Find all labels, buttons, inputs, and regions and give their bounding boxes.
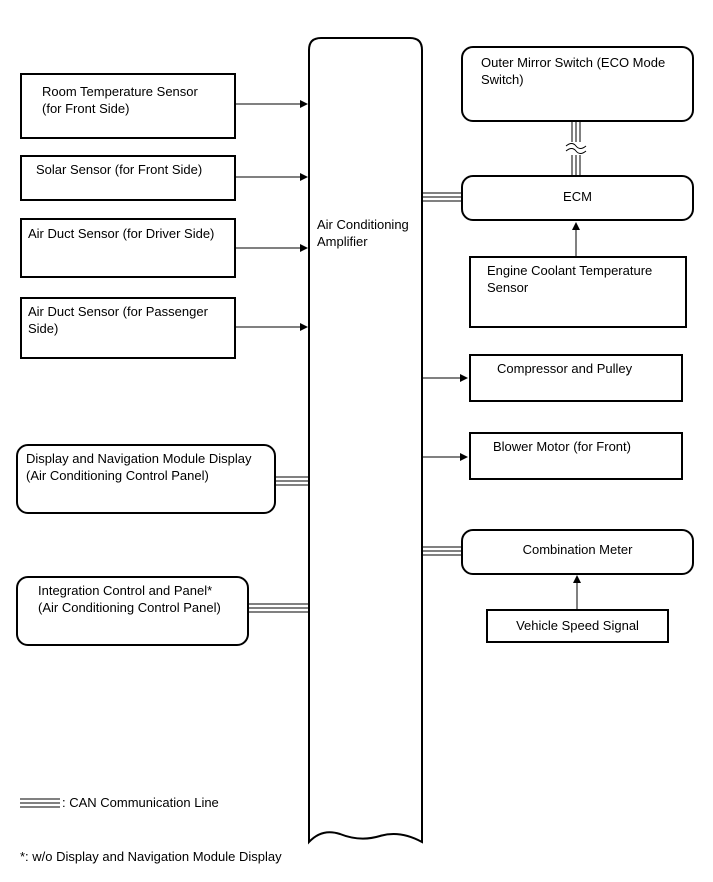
compressor-pulley-label: Compressor and Pulley bbox=[497, 361, 633, 376]
room-temperature-sensor-label: Room Temperature Sensor (for Front Side) bbox=[42, 84, 198, 116]
compressor-pulley-box: Compressor and Pulley bbox=[469, 354, 683, 402]
solar-sensor-label: Solar Sensor (for Front Side) bbox=[36, 162, 203, 177]
display-nav-module-label: Display and Navigation Module Display (A… bbox=[26, 451, 252, 483]
room-temperature-sensor-box: Room Temperature Sensor (for Front Side) bbox=[20, 73, 236, 139]
can-line-display-nav bbox=[276, 476, 309, 486]
amplifier-outline bbox=[308, 37, 423, 845]
vehicle-speed-signal-label: Vehicle Speed Signal bbox=[516, 618, 639, 633]
engine-coolant-sensor-box: Engine Coolant Temperature Sensor bbox=[469, 256, 687, 328]
combination-meter-box: Combination Meter bbox=[461, 529, 694, 575]
blower-motor-label: Blower Motor (for Front) bbox=[493, 439, 631, 454]
can-line-mirror-ecm bbox=[565, 122, 587, 175]
air-duct-passenger-label: Air Duct Sensor (for Passenger Side) bbox=[28, 304, 208, 336]
legend-can-symbol bbox=[20, 798, 60, 808]
outer-mirror-switch-label: Outer Mirror Switch (ECO Mode Switch) bbox=[481, 55, 666, 87]
air-duct-passenger-box: Air Duct Sensor (for Passenger Side) bbox=[20, 297, 236, 359]
can-line-integration bbox=[249, 603, 309, 613]
integration-control-box: Integration Control and Panel* (Air Cond… bbox=[16, 576, 249, 646]
ecm-box: ECM bbox=[461, 175, 694, 221]
air-duct-driver-box: Air Duct Sensor (for Driver Side) bbox=[20, 218, 236, 278]
display-nav-module-box: Display and Navigation Module Display (A… bbox=[16, 444, 276, 514]
footnote-text: *: w/o Display and Navigation Module Dis… bbox=[20, 849, 282, 864]
outer-mirror-switch-box: Outer Mirror Switch (ECO Mode Switch) bbox=[461, 46, 694, 122]
solar-sensor-box: Solar Sensor (for Front Side) bbox=[20, 155, 236, 201]
blower-motor-box: Blower Motor (for Front) bbox=[469, 432, 683, 480]
combination-meter-label: Combination Meter bbox=[522, 542, 633, 557]
air-duct-driver-label: Air Duct Sensor (for Driver Side) bbox=[28, 226, 215, 241]
vehicle-speed-signal-box: Vehicle Speed Signal bbox=[486, 609, 669, 643]
integration-control-label: Integration Control and Panel* (Air Cond… bbox=[38, 583, 221, 615]
ecm-label: ECM bbox=[563, 189, 592, 204]
legend-can-label: : CAN Communication Line bbox=[62, 795, 219, 810]
can-line-ecm bbox=[422, 192, 462, 202]
amplifier-label: Air Conditioning Amplifier bbox=[317, 217, 409, 249]
engine-coolant-sensor-label: Engine Coolant Temperature Sensor bbox=[487, 263, 653, 295]
can-line-combination-meter bbox=[422, 546, 462, 556]
